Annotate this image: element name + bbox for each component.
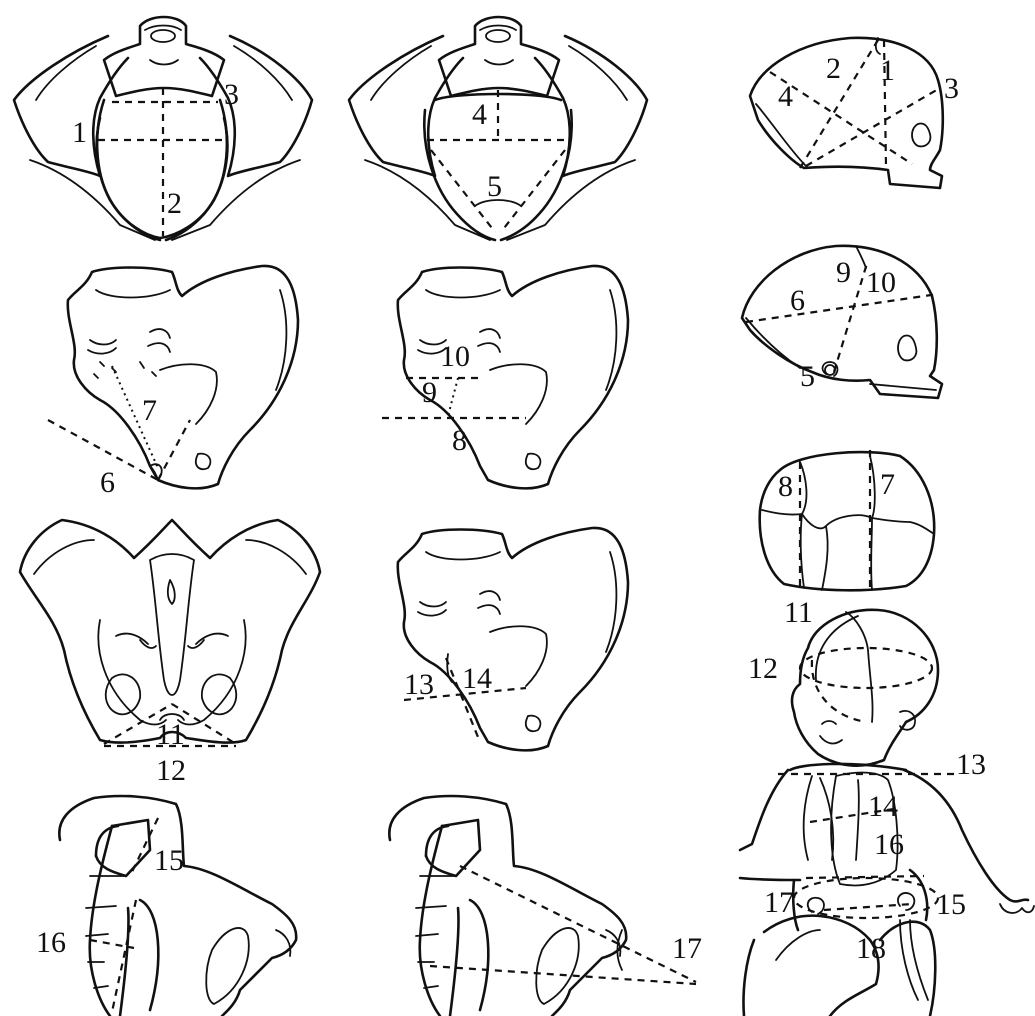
label-4: 4 (778, 80, 793, 113)
pelvis-oblique-a: 15 16 (36, 796, 296, 1016)
label-11: 11 (784, 596, 813, 629)
label-1: 1 (72, 116, 87, 149)
pelvis-lateral-a: 7 6 (48, 266, 298, 499)
label-7: 7 (880, 468, 895, 501)
label-11: 11 (156, 718, 185, 751)
label-15: 15 (154, 844, 184, 877)
label-10: 10 (440, 340, 470, 373)
label-6: 6 (100, 466, 115, 499)
label-2: 2 (826, 52, 841, 85)
label-17: 17 (764, 886, 794, 919)
pelvis-oblique-b: 17 (389, 796, 702, 1016)
pelvis-lateral-c: 13 14 (398, 528, 628, 750)
label-5: 5 (487, 170, 502, 203)
label-1: 1 (880, 54, 895, 87)
label-4: 4 (472, 98, 487, 131)
label-9: 9 (836, 256, 851, 289)
label-3: 3 (944, 72, 959, 105)
label-3: 3 (224, 78, 239, 111)
skull-lateral-diameters: 4 2 1 3 (750, 38, 959, 188)
skull-top-fontanelles: 8 7 (760, 450, 934, 590)
label-17: 17 (672, 932, 702, 965)
label-7: 7 (142, 394, 157, 427)
fetus-body: 11 12 13 14 16 17 15 18 (740, 596, 1034, 1016)
label-13: 13 (956, 748, 986, 781)
label-18: 18 (856, 932, 886, 965)
skull-lateral-small: 6 9 10 5 (742, 246, 942, 398)
pelvis-front-inlet: 1 2 3 (14, 17, 312, 240)
label-6: 6 (790, 284, 805, 317)
label-14: 14 (462, 662, 492, 695)
label-8: 8 (452, 424, 467, 457)
pelvis-front-angle: 4 5 (349, 17, 647, 240)
label-13: 13 (404, 668, 434, 701)
label-10: 10 (866, 266, 896, 299)
pelvis-lateral-b: 10 9 8 (382, 266, 628, 488)
label-9: 9 (422, 376, 437, 409)
pelvis-outlet-back: 11 12 (20, 520, 320, 787)
label-15: 15 (936, 888, 966, 921)
label-16: 16 (36, 926, 66, 959)
label-12: 12 (156, 754, 186, 787)
label-12: 12 (748, 652, 778, 685)
label-16: 16 (874, 828, 904, 861)
label-2: 2 (167, 187, 182, 220)
label-14: 14 (868, 790, 898, 823)
label-5: 5 (800, 360, 815, 393)
label-8: 8 (778, 470, 793, 503)
